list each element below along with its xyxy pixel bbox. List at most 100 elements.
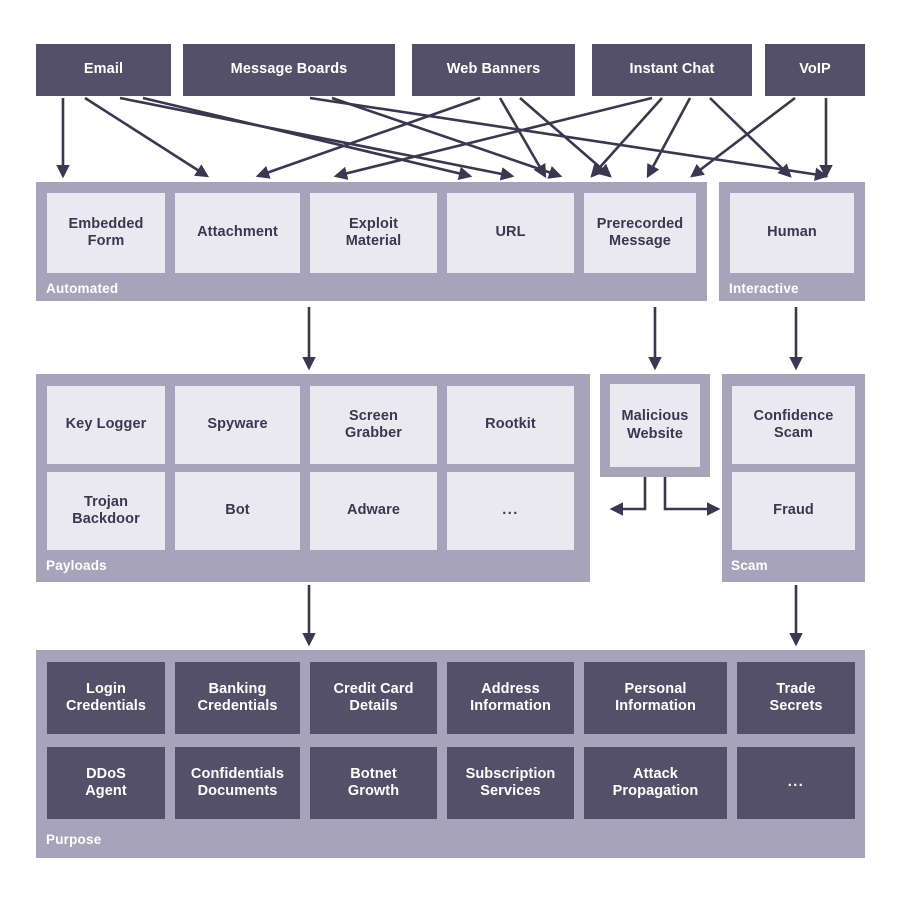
scam-confidence-scam: Confidence Scam: [732, 386, 855, 464]
purpose-credit-card-details: Credit Card Details: [310, 662, 437, 734]
node-line: Material: [345, 233, 402, 249]
payload-spyware: Spyware: [175, 386, 300, 464]
payload-more: ...: [447, 472, 574, 550]
purpose-login-credentials: Login Credentials: [47, 662, 165, 734]
payload-trojan-backdoor: Trojan Backdoor: [47, 472, 165, 550]
channel-label: Instant Chat: [629, 61, 715, 78]
arrow-chat-to-url: [590, 97, 663, 178]
vector-attachment: Attachment: [175, 193, 300, 273]
arrow-malicious-to-payloads: [609, 477, 647, 516]
payload-screen-grabber: Screen Grabber: [310, 386, 437, 464]
payload-key-logger: Key Logger: [47, 386, 165, 464]
node-line: Services: [480, 783, 541, 799]
arrow-chat-to-exploit: [333, 96, 653, 180]
channel-message-boards: Message Boards: [183, 44, 395, 96]
channel-label: Web Banners: [446, 61, 541, 78]
node-line: ...: [502, 502, 519, 519]
channel-label: VoIP: [799, 61, 831, 78]
node-line: Information: [470, 698, 551, 714]
purpose-band-label: Purpose: [46, 832, 102, 847]
node-line: Subscription: [465, 765, 556, 782]
payload-rootkit: Rootkit: [447, 386, 574, 464]
node-line: Scam: [773, 425, 814, 441]
purpose-trade-secrets: Trade Secrets: [737, 662, 855, 734]
node-line: Rootkit: [485, 416, 536, 433]
node-line: ...: [787, 774, 805, 791]
node-line: DDoS: [86, 765, 126, 782]
node-line: Personal: [624, 680, 687, 697]
node-line: Trojan: [83, 493, 129, 510]
arrow-malicious-to-scam: [663, 477, 721, 516]
node-line: Agent: [85, 783, 127, 799]
channel-email: Email: [36, 44, 171, 96]
node-line: Attack: [633, 765, 678, 782]
interactive-band-label: Interactive: [729, 281, 799, 296]
arrow-chat-to-human: [709, 97, 792, 178]
channel-label: Email: [83, 61, 124, 78]
node-line: Growth: [347, 783, 400, 799]
purpose-attack-propagation: Attack Propagation: [584, 747, 727, 819]
arrow-email-to-url: [119, 96, 515, 181]
purpose-personal-information: Personal Information: [584, 662, 727, 734]
node-line: Documents: [197, 783, 278, 799]
vector-human: Human: [730, 193, 854, 273]
vector-embedded-form: Embedded Form: [47, 193, 165, 273]
arrow-banners-to-url: [498, 97, 547, 179]
node-line: Bot: [225, 502, 250, 519]
node-line: Message: [609, 233, 671, 249]
purpose-ddos-agent: DDoS Agent: [47, 747, 165, 819]
node-line: Propagation: [612, 783, 699, 799]
arrow-chat-to-prerec: [646, 97, 692, 179]
node-line: Attachment: [197, 224, 278, 241]
node-line: Key Logger: [65, 416, 147, 433]
scam-band-label: Scam: [731, 558, 768, 573]
node-line: Fraud: [773, 502, 814, 519]
vector-url: URL: [447, 193, 574, 273]
channel-label: Message Boards: [230, 61, 348, 78]
node-line: Prerecorded: [596, 215, 684, 232]
node-line: Malicious: [621, 408, 689, 425]
node-line: URL: [495, 224, 526, 241]
node-malicious-website: Malicious Website: [610, 384, 700, 467]
arrow-email-to-attachment: [84, 96, 210, 178]
node-line: Login: [86, 680, 126, 697]
node-line: Screen: [349, 407, 398, 424]
node-line: Exploit: [348, 215, 399, 232]
arrow-banners-to-attachment: [255, 96, 481, 179]
node-line: Adware: [347, 502, 400, 519]
purpose-banking-credentials: Banking Credentials: [175, 662, 300, 734]
node-line: Credentials: [65, 698, 147, 714]
payload-bot: Bot: [175, 472, 300, 550]
node-line: Confidence: [753, 407, 834, 424]
node-line: Credentials: [197, 698, 278, 714]
arrow-boards-to-url: [331, 96, 563, 179]
node-line: Spyware: [207, 416, 268, 433]
purpose-botnet-growth: Botnet Growth: [310, 747, 437, 819]
purpose-subscription-services: Subscription Services: [447, 747, 574, 819]
arrow-banners-to-prerec: [519, 97, 612, 178]
node-line: Human: [767, 224, 817, 241]
node-line: Backdoor: [72, 511, 140, 527]
node-line: Confidentials: [190, 765, 285, 782]
node-line: Details: [349, 698, 398, 714]
payload-adware: Adware: [310, 472, 437, 550]
node-line: Trade: [776, 680, 816, 697]
purpose-more: ...: [737, 747, 855, 819]
channel-voip: VoIP: [765, 44, 865, 96]
node-line: Address: [481, 680, 540, 697]
node-line: Botnet: [350, 765, 397, 782]
node-line: Information: [615, 698, 696, 714]
node-line: Website: [626, 425, 683, 442]
arrow-boards-to-exploit: [309, 96, 829, 182]
purpose-address-information: Address Information: [447, 662, 574, 734]
automated-band-label: Automated: [46, 281, 119, 296]
arrow-voip-to-prerec: [690, 96, 796, 178]
node-line: Form: [87, 233, 125, 249]
vector-exploit-material: Exploit Material: [310, 193, 437, 273]
vector-prerecorded-message: Prerecorded Message: [584, 193, 696, 273]
scam-fraud: Fraud: [732, 472, 855, 550]
purpose-confidentials-documents: Confidentials Documents: [175, 747, 300, 819]
node-line: Grabber: [344, 425, 403, 441]
node-line: Embedded: [68, 215, 144, 232]
